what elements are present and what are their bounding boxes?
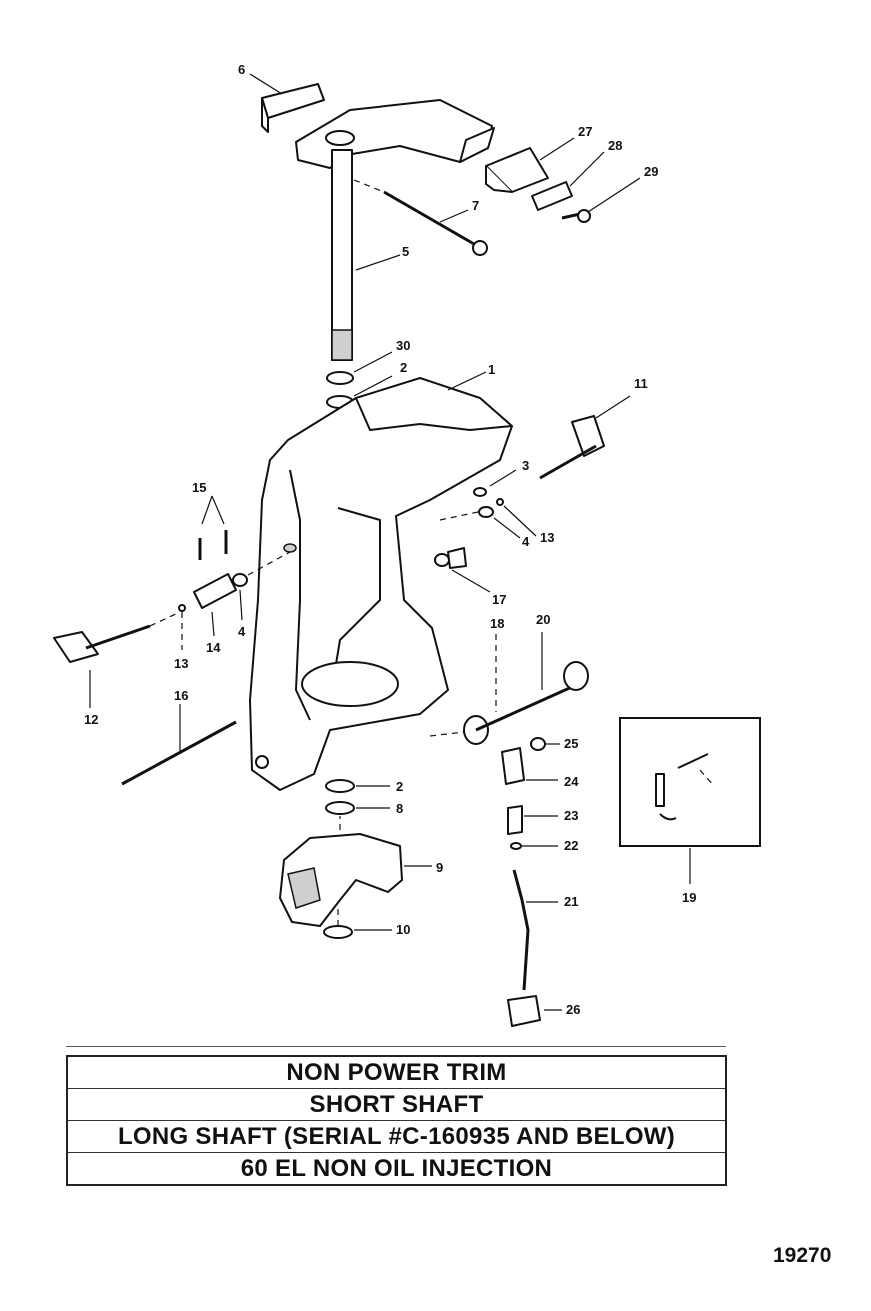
part-25-nut bbox=[530, 737, 560, 751]
part-14-pivot bbox=[193, 573, 237, 637]
caption-cell: LONG SHAFT (SERIAL #C-160935 AND BELOW) bbox=[66, 1120, 727, 1153]
callout-12: 12 bbox=[84, 712, 98, 727]
part-27-bracket bbox=[485, 137, 575, 193]
callout-18: 18 bbox=[490, 616, 504, 631]
callout-4-right: 4 bbox=[522, 534, 530, 549]
part-2-lower-washer bbox=[325, 779, 390, 793]
applicability-table: NON POWER TRIM SHORT SHAFT LONG SHAFT (S… bbox=[66, 1055, 727, 1186]
callout-10: 10 bbox=[396, 922, 410, 937]
divider-line bbox=[66, 1046, 726, 1047]
callout-11: 11 bbox=[634, 376, 648, 391]
callout-25: 25 bbox=[564, 736, 578, 751]
callout-14: 14 bbox=[206, 640, 221, 655]
callout-22: 22 bbox=[564, 838, 578, 853]
part-12-pin-left bbox=[53, 611, 181, 708]
part-30-washer bbox=[326, 351, 393, 385]
callout-17: 17 bbox=[492, 592, 506, 607]
callout-20: 20 bbox=[536, 612, 550, 627]
callout-27: 27 bbox=[578, 124, 592, 139]
callout-13-right: 13 bbox=[540, 530, 554, 545]
table-row: LONG SHAFT (SERIAL #C-160935 AND BELOW) bbox=[66, 1120, 727, 1153]
part-1-swivel-bracket bbox=[249, 371, 513, 791]
callout-6: 6 bbox=[238, 62, 245, 77]
callout-8: 8 bbox=[396, 801, 403, 816]
callout-4-left: 4 bbox=[238, 624, 246, 639]
callout-30: 30 bbox=[396, 338, 410, 353]
callout-24: 24 bbox=[564, 774, 579, 789]
part-26-clip bbox=[507, 995, 562, 1027]
part-19-inset bbox=[619, 717, 761, 884]
part-28-plate bbox=[531, 151, 605, 211]
exploded-parts-diagram: 6 27 28 29 7 5 30 2 1 11 3 15 13 4 17 18… bbox=[53, 62, 761, 1027]
part-24-link bbox=[501, 747, 558, 785]
part-8-washer bbox=[325, 801, 390, 815]
callout-21: 21 bbox=[564, 894, 578, 909]
callout-13-left: 13 bbox=[174, 656, 188, 671]
part-22-washer bbox=[510, 842, 558, 850]
callout-19: 19 bbox=[682, 890, 696, 905]
part-29-bolt bbox=[561, 177, 641, 223]
callout-3: 3 bbox=[522, 458, 529, 473]
callout-29: 29 bbox=[644, 164, 658, 179]
part-3-washer-right bbox=[473, 469, 517, 497]
part-6-plate bbox=[249, 73, 325, 133]
part-9-yoke bbox=[279, 816, 432, 927]
callout-9: 9 bbox=[436, 860, 443, 875]
part-4-nut-left bbox=[232, 551, 291, 621]
part-4-nut-right bbox=[439, 506, 521, 539]
part-21-rod bbox=[512, 869, 558, 991]
callout-5: 5 bbox=[402, 244, 409, 259]
part-5-swivel-shaft bbox=[295, 99, 495, 361]
caption-cell: 60 EL NON OIL INJECTION bbox=[66, 1152, 727, 1186]
callout-labels: 6 27 28 29 7 5 30 2 1 11 3 15 13 4 17 18… bbox=[84, 62, 696, 1017]
caption-cell: NON POWER TRIM bbox=[66, 1055, 727, 1089]
part-10-washer bbox=[323, 904, 392, 939]
callout-2-upper: 2 bbox=[400, 360, 407, 375]
caption-cell: SHORT SHAFT bbox=[66, 1088, 727, 1121]
drawing-number: 19270 bbox=[773, 1244, 832, 1267]
table-row: SHORT SHAFT bbox=[66, 1088, 727, 1121]
callout-28: 28 bbox=[608, 138, 622, 153]
callout-2-lower: 2 bbox=[396, 779, 403, 794]
callout-26: 26 bbox=[566, 1002, 580, 1017]
table-row: NON POWER TRIM bbox=[66, 1055, 727, 1089]
callout-1: 1 bbox=[488, 362, 495, 377]
part-17-knob bbox=[434, 547, 491, 593]
part-7-long-bolt bbox=[353, 179, 488, 256]
callout-16: 16 bbox=[174, 688, 188, 703]
part-13-nut-right bbox=[496, 498, 537, 537]
part-23-spring bbox=[507, 805, 558, 835]
part-20-lever bbox=[429, 632, 589, 745]
table-row: 60 EL NON OIL INJECTION bbox=[66, 1152, 727, 1186]
part-11-pin bbox=[539, 395, 631, 480]
part-16-rod bbox=[121, 704, 237, 786]
callout-23: 23 bbox=[564, 808, 578, 823]
callout-15: 15 bbox=[192, 480, 206, 495]
part-13-nut-left bbox=[178, 604, 186, 650]
part-15-pins bbox=[198, 495, 228, 560]
callout-7: 7 bbox=[472, 198, 479, 213]
